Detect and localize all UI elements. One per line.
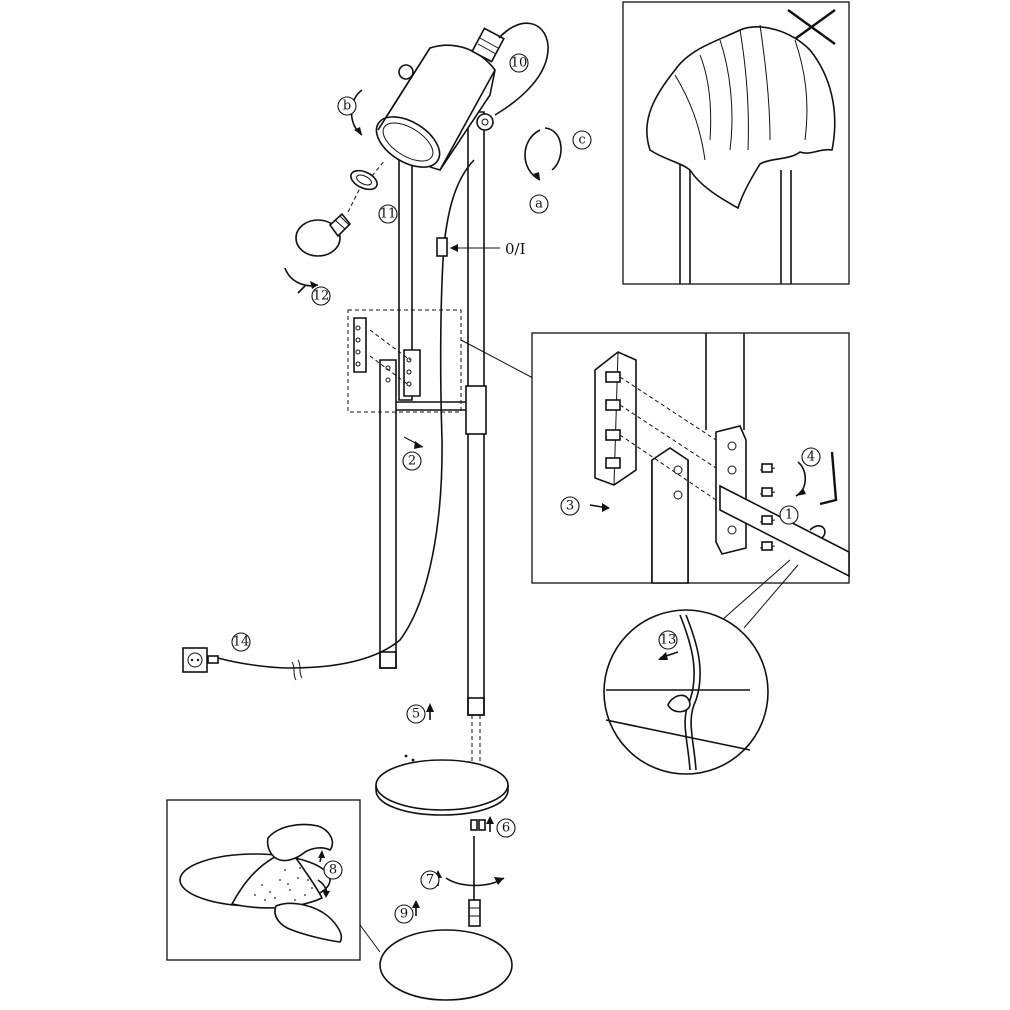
- svg-text:11: 11: [380, 207, 397, 222]
- svg-text:7: 7: [426, 873, 434, 888]
- marker-14: 14: [231, 632, 251, 652]
- marker-11: 11: [378, 204, 398, 224]
- marker-7: 7: [420, 870, 440, 890]
- marker-9: 9: [394, 904, 414, 924]
- socket-icon: [471, 27, 505, 63]
- warning-panel: [622, 1, 850, 285]
- svg-text:b: b: [343, 99, 351, 114]
- svg-text:13: 13: [660, 633, 677, 648]
- marker-6: 6: [496, 818, 516, 838]
- svg-text:c: c: [578, 133, 585, 148]
- cable-clip-magnifier: [603, 559, 799, 775]
- switch-label: 0/I: [505, 240, 526, 258]
- svg-text:1: 1: [785, 508, 793, 523]
- shade-ring: [350, 169, 378, 191]
- screwdriver-icon: [468, 836, 481, 927]
- marker-12: 12: [311, 286, 331, 306]
- wall-outlet-icon: [182, 647, 219, 673]
- svg-text:5: 5: [412, 707, 420, 722]
- svg-text:12: 12: [313, 289, 330, 304]
- floor-lamp: 0/I: [182, 22, 562, 1001]
- svg-text:a: a: [535, 197, 543, 212]
- marker-3: 3: [560, 496, 580, 516]
- allen-key-icon: [819, 451, 838, 506]
- marker-8: 8: [323, 860, 343, 880]
- svg-text:4: 4: [807, 450, 815, 465]
- marker-10: 10: [509, 53, 529, 73]
- light-bulb: [295, 212, 352, 257]
- felt-peel-panel: [166, 799, 381, 961]
- marker-c: c: [572, 130, 592, 150]
- cloth-drape-icon: [646, 26, 836, 210]
- svg-text:8: 8: [329, 863, 337, 878]
- marker-4: 4: [801, 447, 821, 467]
- svg-text:9: 9: [400, 907, 408, 922]
- svg-text:2: 2: [408, 454, 416, 469]
- marker-13: 13: [658, 630, 678, 650]
- marker-b: b: [337, 96, 357, 116]
- hand-icon: [266, 823, 334, 862]
- front-lower-pole: [379, 359, 397, 669]
- detail-callout-box: [347, 309, 462, 413]
- svg-text:10: 10: [511, 56, 528, 71]
- base-screws: [470, 819, 486, 831]
- bracket-detail-panel: [531, 332, 850, 584]
- step-markers: 10 b c a 11 12 2 3 4 1 13 14 5 6 8 7 9: [231, 53, 821, 924]
- lamp-shade: [375, 27, 505, 171]
- base-underside: [379, 929, 513, 1001]
- marker-a: a: [529, 194, 549, 214]
- svg-text:6: 6: [502, 821, 510, 836]
- marker-1: 1: [779, 505, 799, 525]
- marker-2: 2: [402, 451, 422, 471]
- svg-text:14: 14: [233, 635, 250, 650]
- inline-switch: [436, 237, 448, 257]
- marker-5: 5: [406, 704, 426, 724]
- svg-text:3: 3: [566, 499, 574, 514]
- base-plate: [375, 754, 509, 816]
